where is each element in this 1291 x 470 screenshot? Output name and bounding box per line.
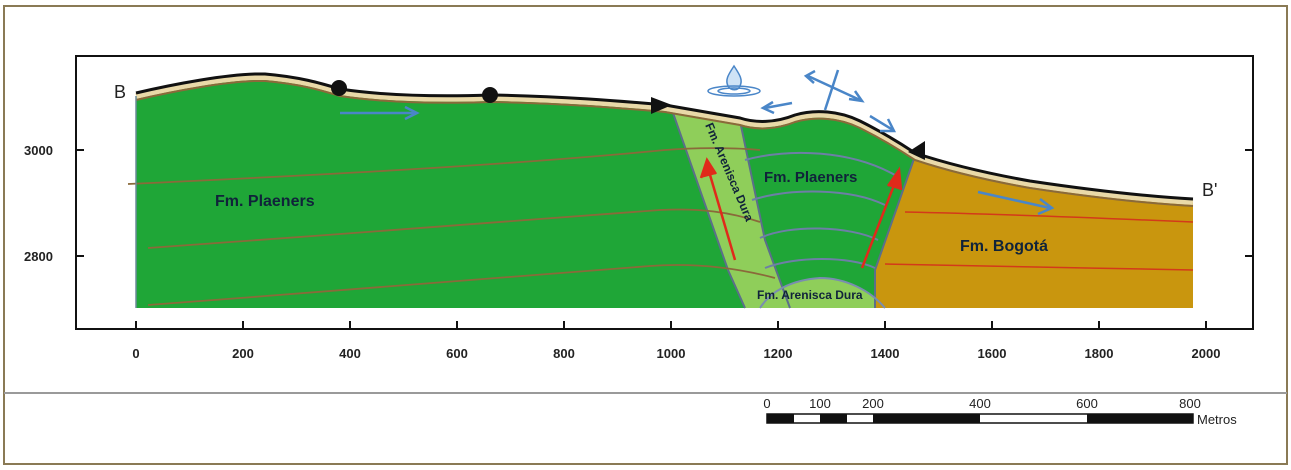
scale-label: 100	[809, 396, 831, 411]
section-start-label: B	[114, 82, 126, 102]
x-tick-label: 800	[553, 346, 575, 361]
scale-bar	[766, 413, 1194, 424]
bedding-lines-west	[127, 147, 776, 306]
x-tick-label: 0	[132, 346, 139, 361]
bedding-lines-bogota	[884, 211, 1194, 271]
formation-plaeners-west	[136, 76, 745, 308]
x-tick-label: 1400	[871, 346, 900, 361]
dip-marker-circle	[331, 80, 347, 96]
dip-marker-circle	[482, 87, 498, 103]
x-tick-label: 1600	[978, 346, 1007, 361]
x-tick-label: 400	[339, 346, 361, 361]
scale-label: 400	[969, 396, 991, 411]
water-drop-icon	[707, 64, 761, 97]
x-tick-label: 1000	[657, 346, 686, 361]
formation-label-plaeners-west: Fm. Plaeners	[215, 193, 315, 210]
formation-plaeners-core	[740, 114, 915, 308]
x-tick-label: 200	[232, 346, 254, 361]
x-tick-label: 2000	[1192, 346, 1221, 361]
x-axis-ticks	[135, 321, 1207, 329]
scale-label: 0	[763, 396, 770, 411]
y-axis	[76, 149, 1253, 257]
x-tick-label: 600	[446, 346, 468, 361]
fault-line-east	[874, 155, 916, 308]
fold-lines-core	[744, 151, 896, 269]
formation-label-bogota: Fm. Bogotá	[960, 238, 1048, 255]
x-tick-label: 1200	[764, 346, 793, 361]
scale-label: 800	[1179, 396, 1201, 411]
formation-label-plaeners-core: Fm. Plaeners	[764, 169, 857, 186]
fault-movement-arrows	[699, 157, 903, 269]
surface-brown-layer	[135, 79, 1194, 207]
y-tick-label: 3000	[24, 143, 53, 158]
scale-label: 200	[862, 396, 884, 411]
formation-label-arenisca-dura-core: Fm. Arenisca Dura	[757, 288, 863, 302]
fault-line-west	[671, 109, 746, 309]
core-outline	[759, 276, 886, 309]
scale-label: 600	[1076, 396, 1098, 411]
x-axis-labels: 0 200 400 600 800 1000 1200 1400 1600 18…	[132, 346, 1220, 361]
y-tick-label: 2800	[24, 249, 53, 264]
surface-soil-layer	[135, 73, 1194, 205]
flow-arrows	[340, 69, 1055, 216]
scale-unit-label: Metros	[1197, 412, 1237, 427]
scale-bar-labels: 0 100 200 400 600 800	[763, 396, 1200, 411]
formation-arenisca-dura-band	[672, 110, 790, 308]
section-end-label: B'	[1202, 180, 1217, 200]
fault-trace-triangle	[908, 141, 925, 160]
fault-trace-triangle	[651, 97, 672, 114]
topographic-surface	[135, 72, 1194, 201]
fault-line-mid	[739, 120, 791, 309]
x-tick-label: 1800	[1085, 346, 1114, 361]
